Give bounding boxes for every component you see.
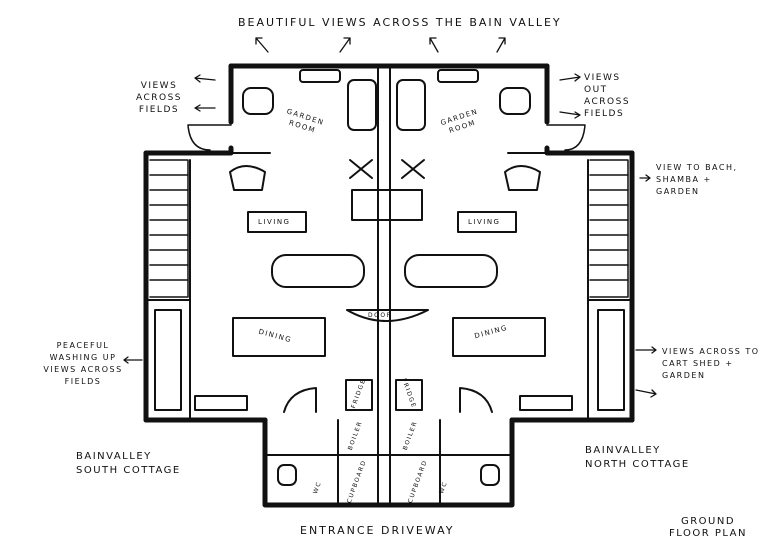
cart-shed-label: VIEWS ACROSS TO CART SHED + GARDEN — [662, 347, 760, 380]
right-views-label: VIEWS OUT ACROSS FIELDS — [584, 73, 631, 119]
stairs-south — [149, 159, 189, 298]
plan-title: GROUND FLOOR PLAN — [669, 516, 747, 539]
north-cottage-label: BAINVALLEY NORTH COTTAGE — [585, 445, 690, 470]
inner-walls — [145, 65, 633, 506]
door-label: DOOR — [368, 312, 393, 319]
living-south-label: LIVING — [258, 218, 291, 226]
south-cottage-label: BAINVALLEY SOUTH COTTAGE — [76, 451, 181, 476]
washing-up-label: PEACEFUL WASHING UP VIEWS ACROSS FIELDS — [43, 341, 123, 386]
driveway-label: ENTRANCE DRIVEWAY — [300, 524, 455, 537]
left-views-label: VIEWS ACROSS FIELDS — [135, 81, 183, 115]
stairs-north — [589, 159, 629, 298]
bach-view-label: VIEW TO BACH, SHAMBA + GARDEN — [656, 163, 738, 196]
top-views-label: BEAUTIFUL VIEWS ACROSS THE BAIN VALLEY — [238, 16, 562, 29]
living-north-label: LIVING — [468, 218, 501, 226]
